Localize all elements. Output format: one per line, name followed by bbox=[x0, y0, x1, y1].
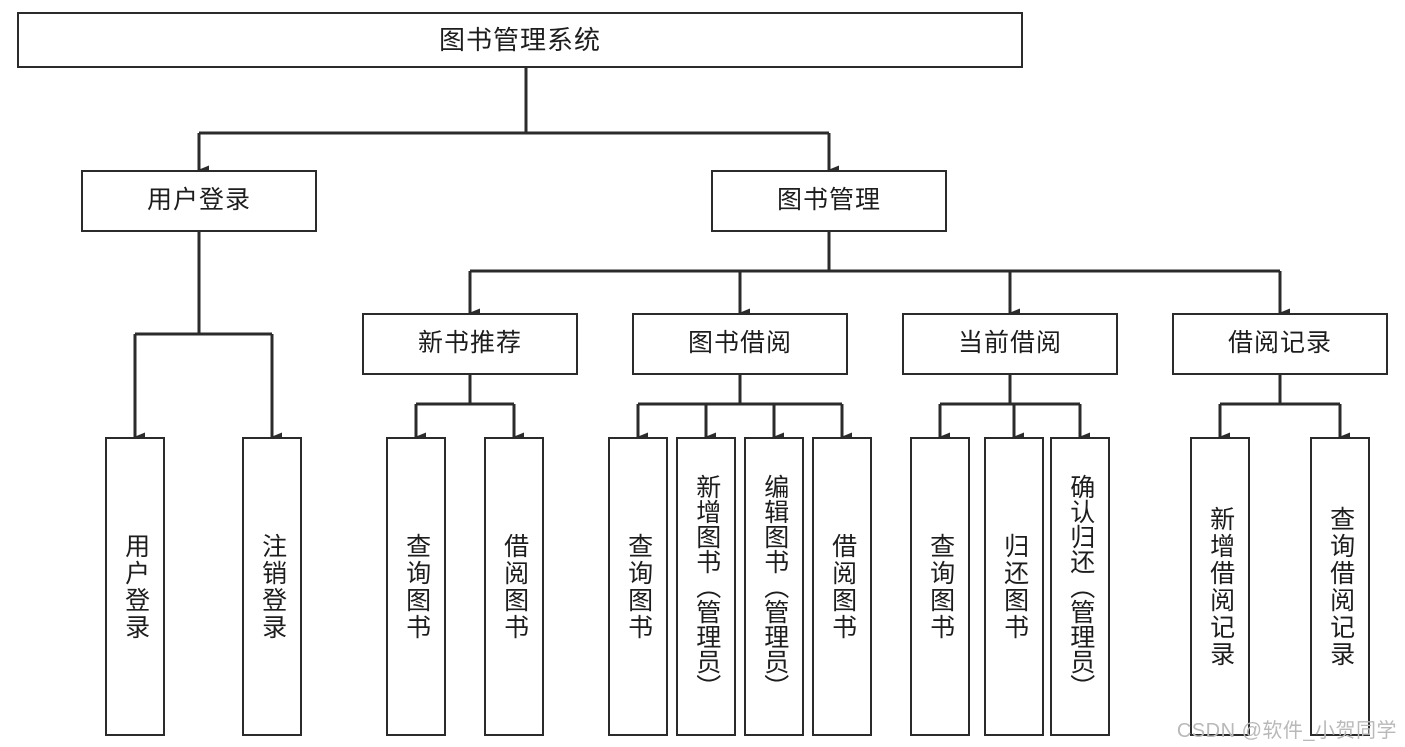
node-leaf-query-book-recommend[interactable]: 查询图书 bbox=[386, 437, 446, 736]
node-leaf-query-book-borrow[interactable]: 查询图书 bbox=[608, 437, 668, 736]
csdn-watermark: CSDN @软件_小贺同学 bbox=[1176, 720, 1397, 742]
node-borrow-record[interactable]: 借阅记录 bbox=[1172, 313, 1388, 375]
node-book-management[interactable]: 图书管理 bbox=[711, 170, 947, 232]
node-leaf-confirm-return-admin[interactable]: 确认归还（管理员） bbox=[1050, 437, 1110, 736]
node-new-book-recommend[interactable]: 新书推荐 bbox=[362, 313, 578, 375]
node-user-login[interactable]: 用户登录 bbox=[81, 170, 317, 232]
node-book-borrow[interactable]: 图书借阅 bbox=[632, 313, 848, 375]
node-root-book-management-system[interactable]: 图书管理系统 bbox=[17, 12, 1023, 68]
node-leaf-add-book-admin[interactable]: 新增图书（管理员） bbox=[676, 437, 736, 736]
node-leaf-return-book[interactable]: 归还图书 bbox=[984, 437, 1044, 736]
node-leaf-query-borrow-record[interactable]: 查询借阅记录 bbox=[1310, 437, 1370, 736]
node-leaf-add-borrow-record[interactable]: 新增借阅记录 bbox=[1190, 437, 1250, 736]
node-leaf-borrow-book-recommend[interactable]: 借阅图书 bbox=[484, 437, 544, 736]
node-leaf-query-book-current[interactable]: 查询图书 bbox=[910, 437, 970, 736]
node-leaf-user-logout[interactable]: 注销登录 bbox=[242, 437, 302, 736]
node-leaf-borrow-book[interactable]: 借阅图书 bbox=[812, 437, 872, 736]
node-current-borrow[interactable]: 当前借阅 bbox=[902, 313, 1118, 375]
node-leaf-user-login[interactable]: 用户登录 bbox=[105, 437, 165, 736]
node-leaf-edit-book-admin[interactable]: 编辑图书（管理员） bbox=[744, 437, 804, 736]
